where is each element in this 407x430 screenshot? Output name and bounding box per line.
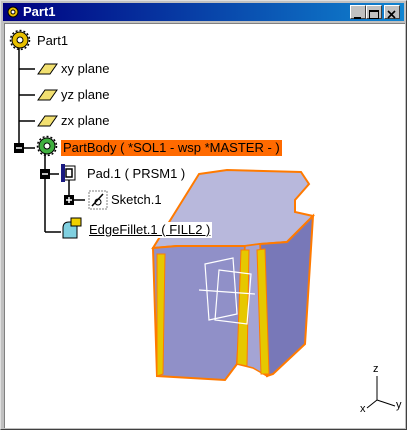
minimize-button[interactable]	[350, 5, 366, 19]
fillet-icon	[62, 217, 82, 239]
tree-root-part1[interactable]: Part1	[37, 33, 69, 48]
pad-icon	[61, 164, 76, 182]
axis-compass[interactable]	[366, 376, 396, 409]
3d-viewport[interactable]: Part1 xy plane yz plane zx plane PartBod…	[4, 23, 405, 428]
sketch-plane-wireframe	[198, 257, 256, 325]
sketch-icon	[88, 190, 108, 210]
tree-item-xy-plane[interactable]: xy plane	[61, 61, 110, 76]
tree-item-edgefillet[interactable]: EdgeFillet.1 ( FILL2 )	[87, 222, 213, 238]
tree-item-partbody[interactable]: PartBody ( *SOL1 - wsp *MASTER - )	[61, 140, 282, 156]
collapse-node-partbody[interactable]	[14, 143, 24, 153]
expand-node-sketch[interactable]	[64, 195, 74, 205]
part-gear-icon	[7, 6, 19, 18]
window-title: Part1	[23, 4, 56, 19]
3d-part-model[interactable]	[151, 168, 315, 382]
tree-item-yz-plane[interactable]: yz plane	[61, 87, 110, 102]
close-icon	[387, 10, 396, 19]
fillet-strip-left	[156, 253, 166, 377]
axis-label-x: x	[360, 403, 366, 415]
tree-item-sketch[interactable]: Sketch.1	[111, 192, 162, 207]
close-button[interactable]	[384, 5, 400, 19]
maximize-icon	[369, 10, 379, 19]
axis-label-z: z	[373, 363, 379, 375]
tree-item-zx-plane[interactable]: zx plane	[61, 113, 110, 128]
tree-connectors	[18, 48, 85, 233]
plane-icon	[37, 89, 58, 101]
part-gear-icon	[9, 29, 31, 51]
plane-icon	[37, 63, 58, 75]
minimize-icon	[354, 17, 361, 19]
body-gear-icon	[36, 135, 58, 157]
plane-icon	[37, 115, 58, 127]
fillet-strip-mid	[236, 249, 250, 367]
fillet-strip-right	[256, 248, 270, 375]
axis-label-y: y	[396, 399, 402, 411]
tree-item-pad[interactable]: Pad.1 ( PRSM1 )	[87, 166, 186, 181]
part-left-face	[151, 245, 247, 382]
collapse-node-pad[interactable]	[40, 169, 50, 179]
title-bar[interactable]: Part1	[3, 3, 404, 21]
maximize-button[interactable]	[366, 5, 382, 19]
